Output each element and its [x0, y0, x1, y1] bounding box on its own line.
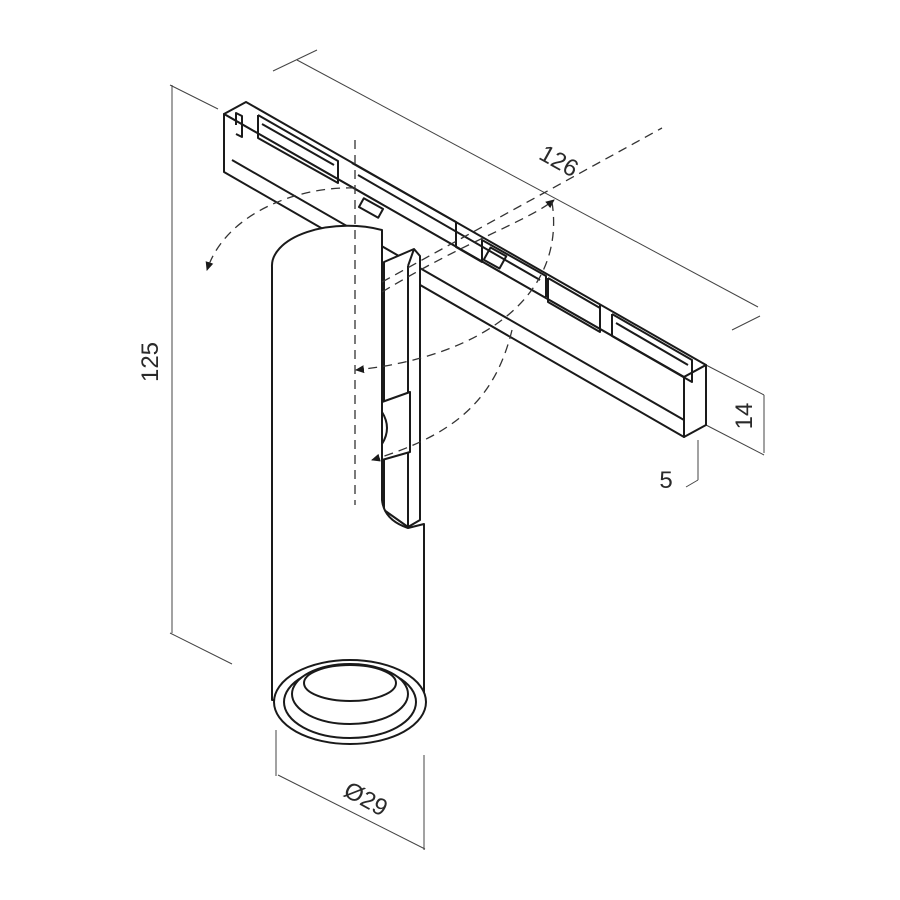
rotation-indicators [205, 127, 663, 505]
dimension-offset-label: 5 [659, 467, 672, 494]
spotlight-cylinder [270, 224, 427, 745]
mounting-bracket [381, 248, 421, 528]
dimension-rail-height-label: 14 [731, 403, 758, 430]
dimension-lines [169, 49, 765, 850]
track-rail [223, 101, 707, 438]
dimension-diameter-label: Ø29 [339, 777, 392, 823]
dimension-height-label: 125 [137, 342, 164, 382]
dimension-length-label: 126 [535, 140, 583, 183]
